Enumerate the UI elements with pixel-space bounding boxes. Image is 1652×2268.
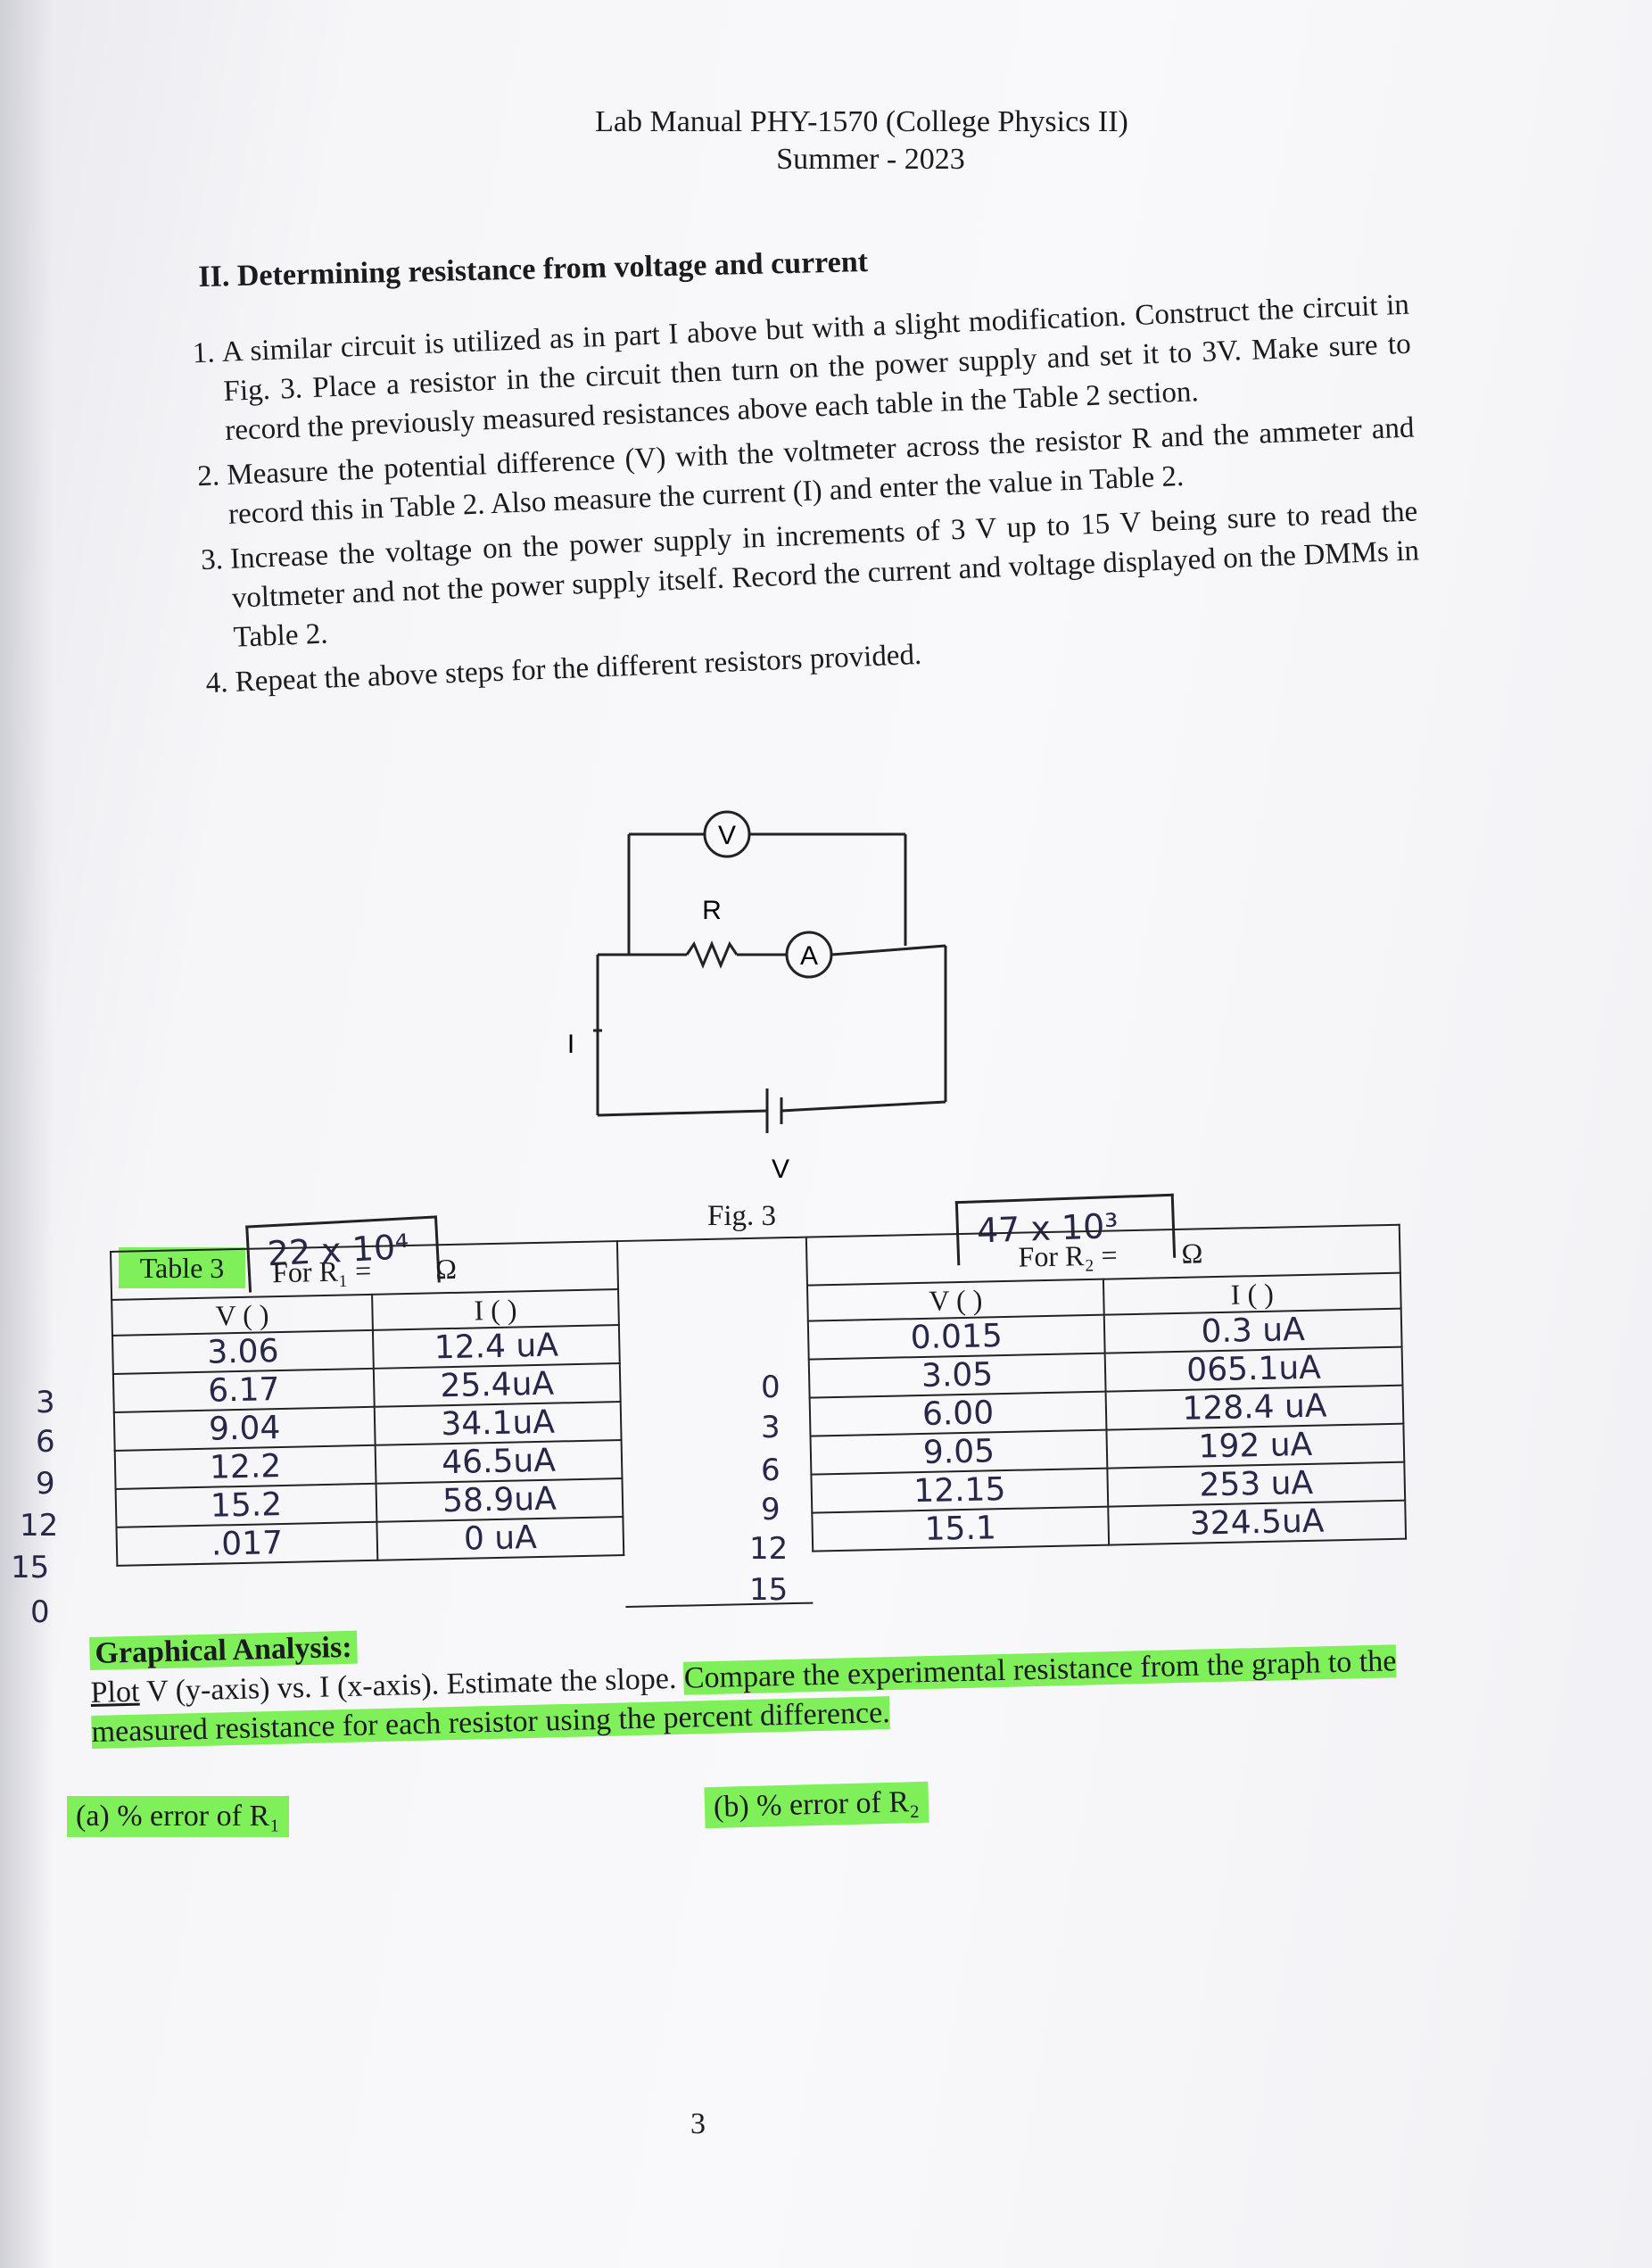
r2-i-cell: 065.1uA <box>1104 1346 1403 1392</box>
r1-i-cell: 34.1uA <box>374 1402 622 1445</box>
r1-i-cell: 0 uA <box>376 1517 624 1560</box>
r2-i-cell: 192 uA <box>1106 1423 1405 1469</box>
r2-i-cell: 324.5uA <box>1108 1500 1407 1545</box>
r2-ohm-unit: Ω <box>1181 1236 1203 1270</box>
r1-i-cell: 25.4uA <box>373 1363 621 1407</box>
r2-v-cell: 15.1 <box>812 1506 1110 1552</box>
margin-note: 12 <box>749 1531 789 1567</box>
margin-note: 12 <box>20 1508 59 1544</box>
source-label: V <box>772 1155 789 1184</box>
voltmeter-label: V <box>718 821 736 850</box>
r1-i-cell: 58.9uA <box>376 1478 624 1522</box>
r2-i-cell: 128.4 uA <box>1105 1385 1404 1430</box>
r2-v-cell: 12.15 <box>811 1468 1109 1513</box>
r2-v-cell: 9.05 <box>810 1429 1108 1475</box>
header-term: Summer - 2023 <box>776 143 965 176</box>
wire <box>597 1109 768 1117</box>
r1-v-cell: 6.17 <box>112 1368 375 1412</box>
r2-v-cell: 0.015 <box>807 1314 1105 1360</box>
r2-header-label: For R₂ = <box>1018 1237 1118 1273</box>
ammeter-label: A <box>800 941 818 971</box>
error-r1-label: (a) % error of R₁ <box>67 1796 289 1837</box>
r2-i-header: I ( ) <box>1103 1272 1401 1315</box>
r1-v-cell: 12.2 <box>114 1444 376 1489</box>
r1-v-header: V ( ) <box>112 1294 373 1336</box>
margin-note: 0 <box>30 1594 50 1630</box>
r1-ohm-unit: Ω <box>434 1252 458 1285</box>
wire <box>781 1100 946 1113</box>
r1-i-cell: 46.5uA <box>375 1440 623 1484</box>
figure-caption: Fig. 3 <box>707 1200 777 1232</box>
r1-v-cell: 9.04 <box>113 1406 376 1451</box>
margin-note: 6 <box>36 1424 55 1460</box>
resistor-label: R <box>702 896 722 925</box>
margin-note: 15 <box>749 1572 789 1608</box>
margin-note: 9 <box>761 1492 781 1527</box>
margin-note: 0 <box>761 1370 781 1405</box>
header-title: Lab Manual PHY-1570 (College Physics II) <box>595 105 1128 138</box>
error-r2-label: (b) % error of R₂ <box>704 1781 929 1829</box>
r1-v-cell: .017 <box>116 1521 378 1566</box>
graphical-analysis: Graphical Analysis: Plot V (y-axis) vs. … <box>89 1602 1412 1752</box>
r1-table: For R₁ = Ω V ( ) I ( ) 3.06 12.4 uA 6.17… <box>110 1240 624 1567</box>
resistor-symbol <box>685 940 739 969</box>
margin-note: 3 <box>36 1385 55 1420</box>
current-label: I <box>567 1030 574 1059</box>
analysis-title: Graphical Analysis: <box>89 1630 358 1670</box>
wire <box>830 944 946 956</box>
analysis-plot-word: Plot <box>90 1675 140 1709</box>
margin-note: 15 <box>11 1550 50 1585</box>
r1-i-header: I ( ) <box>372 1289 619 1330</box>
r1-i-cell: 12.4 uA <box>372 1325 620 1369</box>
margin-note: 9 <box>36 1466 55 1502</box>
r2-v-cell: 6.00 <box>809 1391 1107 1436</box>
margin-note: 3 <box>761 1410 781 1445</box>
margin-note: 6 <box>761 1453 781 1488</box>
r1-v-cell: 3.06 <box>112 1329 374 1374</box>
page-shadow <box>0 0 54 2268</box>
r2-v-cell: 3.05 <box>808 1353 1106 1398</box>
procedure-steps: A similar circuit is utilized as in part… <box>178 286 1424 709</box>
table-label: Table 3 <box>119 1247 245 1288</box>
r1-header-label: For R₁ = <box>271 1254 372 1288</box>
r2-table: For R₂ = Ω V ( ) I ( ) 0.015 0.3 uA 3.05… <box>805 1224 1407 1552</box>
r2-i-cell: 0.3 uA <box>1103 1308 1402 1353</box>
page-number: 3 <box>690 2107 706 2140</box>
r2-i-cell: 253 uA <box>1107 1461 1406 1507</box>
analysis-plot-text: V (y-axis) vs. I (x-axis). Estimate the … <box>145 1661 677 1709</box>
section-title: II. Determining resistance from voltage … <box>198 244 869 294</box>
r1-v-cell: 15.2 <box>115 1483 377 1527</box>
r2-v-header: V ( ) <box>806 1279 1104 1321</box>
circuit-diagram: V R A I V <box>567 810 947 1184</box>
